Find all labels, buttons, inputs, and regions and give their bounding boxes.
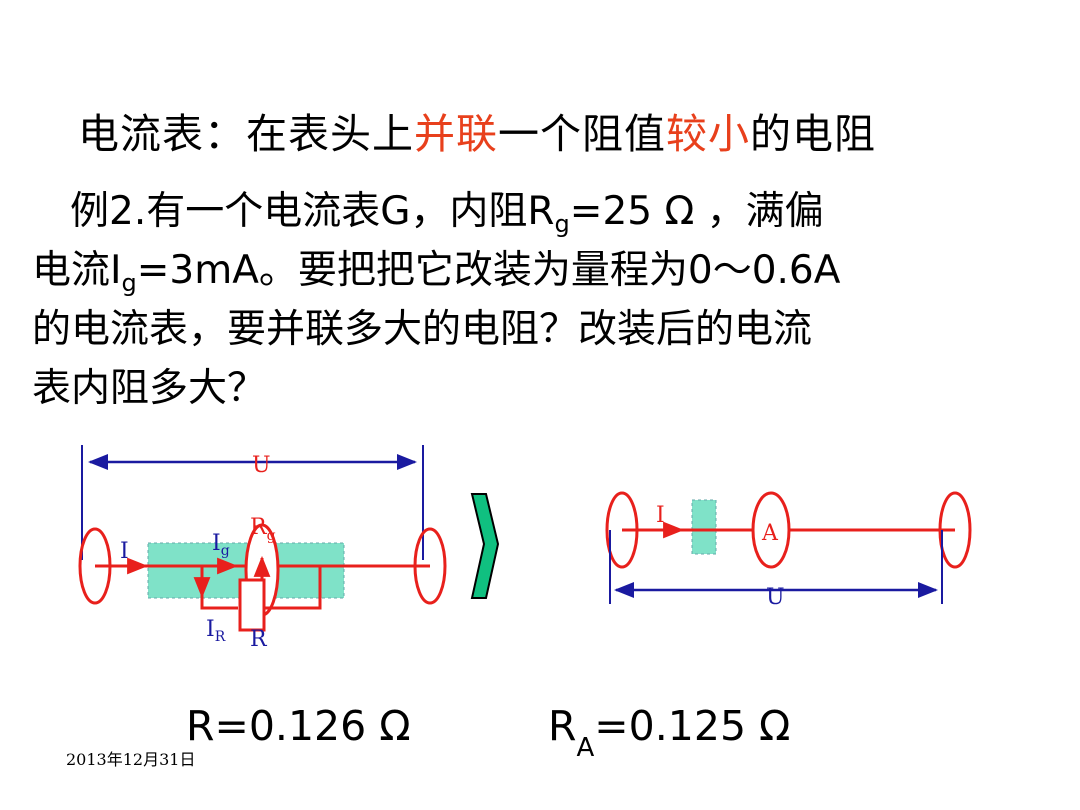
ir-label-main: I — [206, 617, 215, 642]
problem-line-1-b: =25 Ω ，满偏 — [569, 189, 824, 234]
problem-line-1-a: 例2.有一个电流表G，内阻R — [70, 189, 555, 234]
ammeter-voltage-label: U — [766, 585, 785, 610]
rg-label-main: R — [250, 515, 268, 540]
slide-title: 电流表：在表头上并联一个阻值较小的电阻 — [78, 100, 876, 160]
ir-label: IR — [206, 617, 226, 645]
title-part2: 一个阻值 — [498, 110, 666, 158]
ammeter-equivalent-diagram: I A U — [605, 491, 972, 610]
r-label: R — [250, 627, 268, 652]
shunt-resistor — [238, 578, 266, 632]
ammeter-left-terminal — [605, 491, 639, 569]
ammeter-meter-label: A — [761, 521, 779, 546]
problem-line-2-a: 电流I — [32, 248, 122, 293]
problem-line-2-sub: g — [121, 269, 137, 297]
ammeter-current-label: I — [656, 503, 665, 528]
ammeter-right-terminal — [938, 491, 972, 569]
problem-text: 例2.有一个电流表G，内阻Rg=25 Ω ，满偏 电流Ig=3mA。要把把它改装… — [32, 182, 1052, 418]
ammeter-meter — [751, 491, 791, 569]
ig-label-sub: g — [221, 543, 230, 559]
result-ra-sub: A — [576, 733, 595, 763]
voltage-label: U — [252, 453, 271, 478]
parallel-circuit-diagram: U I Ig Rg IR R — [78, 445, 447, 652]
problem-line-1-sub: g — [554, 210, 570, 238]
problem-line-3: 的电流表，要并联多大的电阻？改装后的电流 — [32, 307, 813, 352]
current-label: I — [120, 539, 129, 564]
result-ra-main: R — [548, 702, 577, 750]
ig-label-main: I — [212, 531, 221, 556]
title-highlight-parallel: 并联 — [414, 110, 498, 158]
rg-label: Rg — [250, 515, 276, 544]
problem-line-2-b: =3mA。要把把它改装为量程为0～0.6A — [136, 248, 841, 293]
ig-label: Ig — [212, 531, 230, 559]
result-ammeter-resistance: RA=0.125 Ω — [548, 702, 791, 761]
internal-resistance-box — [691, 499, 717, 555]
rg-label-sub: g — [267, 528, 276, 544]
title-highlight-small: 较小 — [666, 110, 750, 158]
ir-label-sub: R — [215, 629, 226, 645]
problem-line-4: 表内阻多大？ — [32, 366, 267, 411]
transform-arrow-icon — [470, 493, 500, 599]
title-part3: 的电阻 — [750, 110, 876, 158]
result-shunt-resistance: R=0.126 Ω — [186, 702, 411, 750]
problem-line-1: 例2.有一个电流表G，内阻Rg=25 Ω ，满偏 — [32, 182, 1052, 241]
shunt-wire-right — [264, 566, 322, 610]
problem-line-2: 电流Ig=3mA。要把把它改装为量程为0～0.6A — [32, 241, 1052, 300]
result-ra-value: =0.125 Ω — [594, 702, 791, 750]
title-part1: 电流表：在表头上 — [78, 110, 414, 158]
slide-date: 2013年12月31日 — [66, 750, 196, 769]
